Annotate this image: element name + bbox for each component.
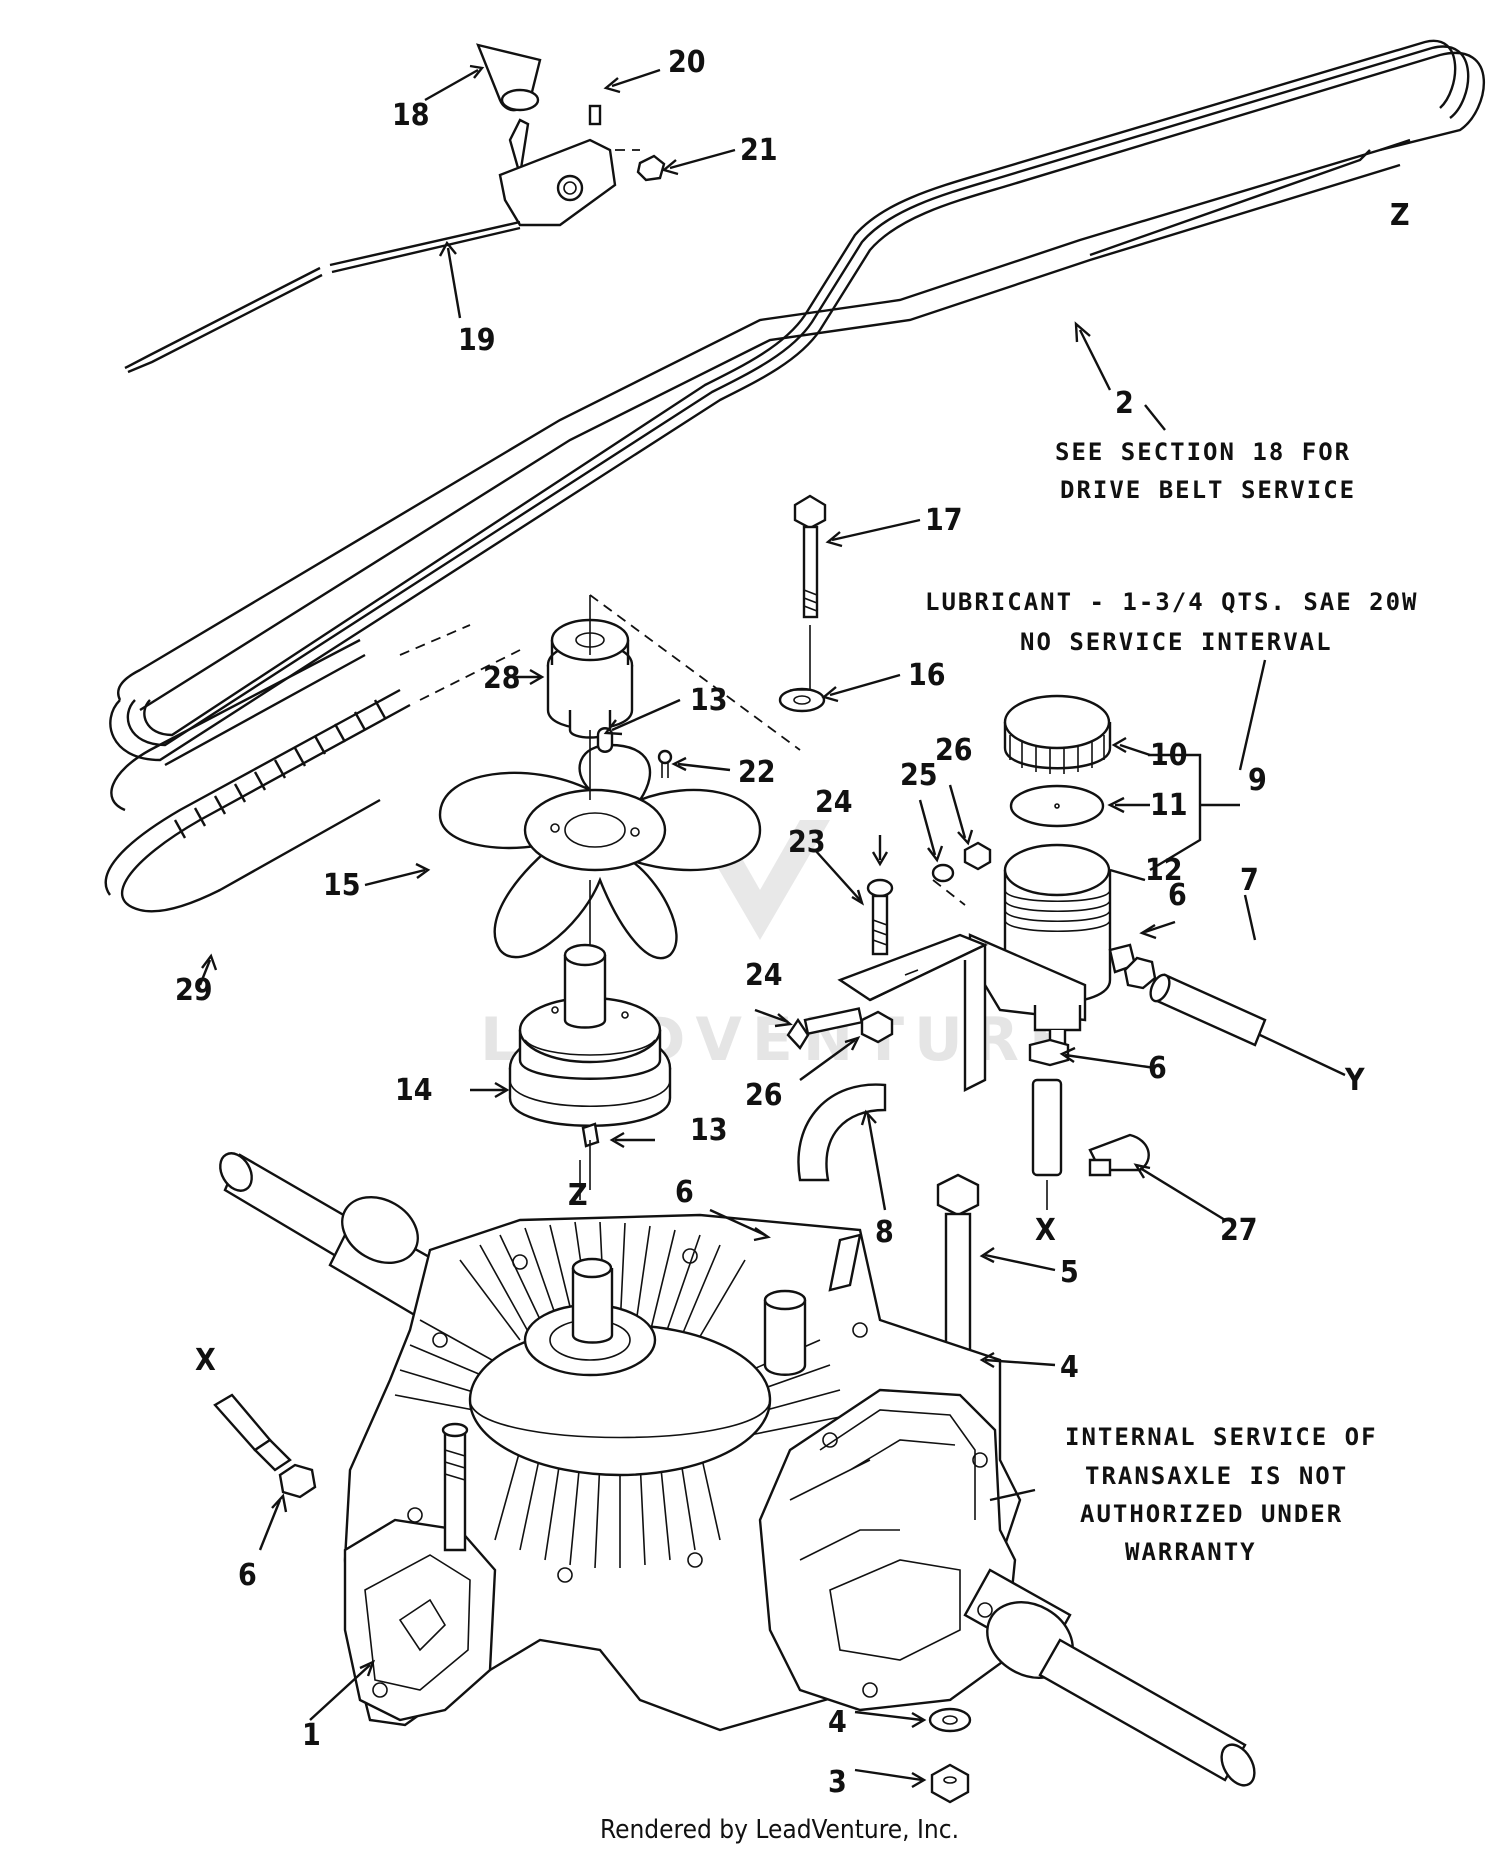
connector-x-tube: X (1035, 1213, 1056, 1248)
callout-11: 11 (1150, 788, 1188, 823)
callout-5: 5 (1060, 1255, 1079, 1290)
shift-cable[interactable] (124, 220, 521, 374)
callout-26-upper: 26 (935, 733, 973, 768)
cogged-belt[interactable] (104, 624, 521, 913)
svg-text:AUTHORIZED UNDER: AUTHORIZED UNDER (1080, 1500, 1343, 1528)
svg-text:LUBRICANT - 1-3/4 QTS. SAE 20W: LUBRICANT - 1-3/4 QTS. SAE 20W (925, 588, 1418, 616)
washer-25[interactable] (931, 863, 955, 883)
callout-17: 17 (925, 503, 963, 538)
callout-24-upper: 24 (815, 785, 853, 820)
callout-13-lower: 13 (690, 1113, 728, 1148)
hose-x-left[interactable] (213, 1393, 292, 1472)
callout-19: 19 (458, 323, 496, 358)
callout-13-upper: 13 (690, 683, 728, 718)
callout-16: 16 (908, 658, 946, 693)
svg-text:WARRANTY: WARRANTY (1125, 1538, 1257, 1566)
connector-y: Y (1344, 1063, 1365, 1098)
callout-6-fitting: 6 (1168, 878, 1187, 913)
key-13-lower (581, 1122, 600, 1148)
callout-18: 18 (392, 98, 430, 133)
shift-lever-bracket[interactable] (498, 104, 666, 227)
callout-1: 1 (302, 1718, 321, 1753)
drop-tube[interactable] (1031, 1078, 1063, 1177)
bolt-24-upper[interactable] (866, 878, 894, 956)
cooling-fan[interactable] (438, 743, 762, 960)
svg-text:TRANSAXLE IS NOT: TRANSAXLE IS NOT (1085, 1462, 1348, 1490)
callout-23: 23 (788, 825, 826, 860)
callout-29: 29 (175, 973, 213, 1008)
callout-20: 20 (668, 45, 706, 80)
svg-text:SEE SECTION 18 FOR: SEE SECTION 18 FOR (1055, 438, 1351, 466)
nut-26-lower[interactable] (860, 1010, 894, 1044)
footer-credit: Rendered by LeadVenture, Inc. (600, 1815, 959, 1845)
connector-x-left: X (195, 1343, 216, 1378)
transaxle-housing[interactable] (214, 1148, 1261, 1791)
washer-4-lower[interactable] (928, 1707, 972, 1733)
callout-14: 14 (395, 1073, 433, 1108)
fitting-6-left[interactable] (278, 1463, 317, 1499)
hose-8[interactable] (797, 1083, 887, 1182)
warranty-note: INTERNAL SERVICE OF TRANSAXLE IS NOT AUT… (1065, 1423, 1378, 1566)
belt-service-note: SEE SECTION 18 FOR DRIVE BELT SERVICE (1055, 438, 1356, 504)
callout-12: 12 (1145, 853, 1183, 888)
nut-26-upper[interactable] (963, 841, 992, 871)
connector-labels: Z Z X X Y (195, 198, 1410, 1378)
fitting-6-reservoir[interactable] (1123, 956, 1157, 990)
washer-16[interactable] (778, 687, 826, 713)
leader-lines (198, 64, 1267, 1789)
hose-7[interactable] (1147, 972, 1267, 1047)
reservoir-diaphragm[interactable] (1009, 784, 1105, 828)
fitting-6-drop[interactable] (1028, 1038, 1070, 1067)
callout-8: 8 (875, 1215, 894, 1250)
shift-knob[interactable] (476, 43, 542, 112)
key-13-upper (596, 727, 614, 753)
connector-z-shaft: Z (568, 1178, 588, 1213)
callout-3: 3 (828, 1765, 847, 1800)
callout-2: 2 (1115, 386, 1134, 421)
fan-hub[interactable] (508, 943, 672, 1127)
callout-7: 7 (1240, 863, 1259, 898)
callout-27: 27 (1220, 1213, 1258, 1248)
bolt-5[interactable] (936, 1173, 980, 1366)
callout-10: 10 (1150, 738, 1188, 773)
bolt-24-lower[interactable] (786, 1007, 864, 1050)
callout-6-left: 6 (238, 1558, 257, 1593)
nut-3[interactable] (930, 1763, 970, 1804)
screw-20 (588, 104, 602, 126)
callout-6-transaxle: 6 (675, 1175, 694, 1210)
screw-22 (657, 749, 673, 778)
callout-22: 22 (738, 755, 776, 790)
lubricant-note: LUBRICANT - 1-3/4 QTS. SAE 20W NO SERVIC… (925, 588, 1418, 656)
callout-9: 9 (1248, 763, 1267, 798)
mounting-bracket[interactable] (837, 933, 988, 1092)
svg-text:DRIVE BELT SERVICE: DRIVE BELT SERVICE (1060, 476, 1356, 504)
callout-24-lower: 24 (745, 958, 783, 993)
callout-26-lower: 26 (745, 1078, 783, 1113)
callout-4-lower: 4 (828, 1705, 847, 1740)
bolt-17[interactable] (793, 494, 827, 619)
callout-4-upper: 4 (1060, 1350, 1079, 1385)
reservoir-body[interactable] (968, 843, 1137, 1047)
callout-21: 21 (740, 133, 778, 168)
callout-numbers: 1 2 3 4 4 5 6 6 6 6 7 8 9 10 11 12 13 13… (175, 45, 1267, 1800)
callout-15: 15 (323, 868, 361, 903)
svg-text:NO SERVICE INTERVAL: NO SERVICE INTERVAL (1020, 628, 1333, 656)
nut-21 (636, 154, 666, 182)
connector-z-belt: Z (1390, 198, 1410, 233)
callout-25: 25 (900, 758, 938, 793)
callout-28: 28 (483, 661, 521, 696)
callout-6-reservoir: 6 (1148, 1051, 1167, 1086)
reservoir-cap[interactable] (1003, 694, 1112, 774)
svg-text:INTERNAL SERVICE OF: INTERNAL SERVICE OF (1065, 1423, 1378, 1451)
